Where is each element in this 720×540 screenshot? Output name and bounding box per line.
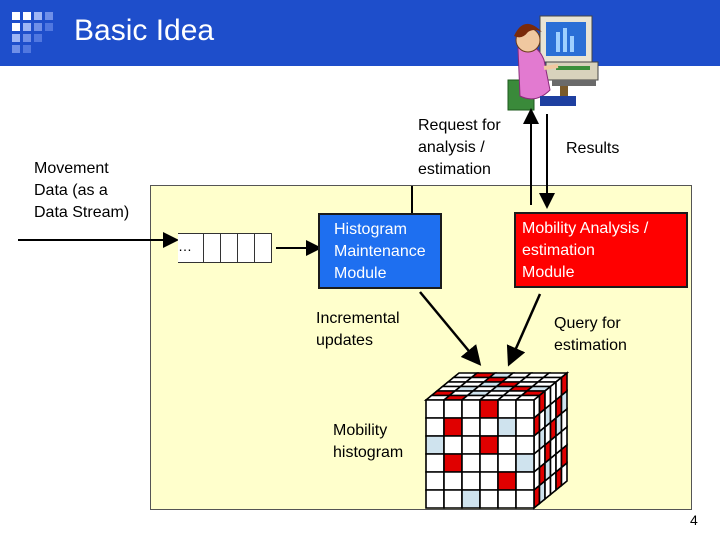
query-label: Query for estimation xyxy=(554,315,627,354)
cube-cell xyxy=(555,465,563,492)
cube-cell xyxy=(515,489,535,509)
cube-cell xyxy=(479,435,499,455)
cube-cell xyxy=(461,435,481,455)
cube-cell xyxy=(425,417,445,437)
cube-cell xyxy=(425,399,445,419)
cube-cell xyxy=(443,417,463,437)
cube-cell xyxy=(560,461,568,488)
cube-cell xyxy=(479,471,499,491)
cube-cell xyxy=(443,435,463,455)
cube-cell xyxy=(497,435,517,455)
cube-cell xyxy=(497,471,517,491)
cube-cell xyxy=(515,435,535,455)
cube-cell xyxy=(479,489,499,509)
cube-cell xyxy=(515,399,535,419)
cube-cell xyxy=(443,453,463,473)
incremental-arrow xyxy=(419,291,482,366)
module-line: Module xyxy=(334,265,387,282)
logo-grid-icon xyxy=(12,12,53,53)
module-line: Mobility Analysis / xyxy=(522,220,649,237)
cube-cell xyxy=(544,474,552,501)
mobility-analysis-module: Mobility Analysis / estimation Module xyxy=(514,212,688,288)
cube-cell xyxy=(461,471,481,491)
module-line: Maintenance xyxy=(334,243,426,260)
incremental-updates-label: Incremental updates xyxy=(316,310,400,349)
cube-cell xyxy=(443,471,463,491)
cube-cell xyxy=(461,453,481,473)
cube-cell xyxy=(497,417,517,437)
slide-title: Basic Idea xyxy=(74,14,215,47)
cube-cell xyxy=(549,470,557,497)
module-line: estimation xyxy=(522,242,595,259)
cube-cell xyxy=(515,453,535,473)
cube-cell xyxy=(461,399,481,419)
cube-cell xyxy=(497,489,517,509)
cube-cell xyxy=(515,417,535,437)
cube-cell xyxy=(425,435,445,455)
cube-cell xyxy=(461,489,481,509)
cube-cell xyxy=(479,399,499,419)
results-label: Results xyxy=(566,140,620,157)
query-arrow xyxy=(506,293,542,367)
cube-cell xyxy=(538,479,546,506)
movement-data-label: Movement Data (as a Data Stream) xyxy=(34,160,130,221)
page-number: 4 xyxy=(690,512,698,528)
cube-cell xyxy=(479,417,499,437)
cube-cell xyxy=(497,399,517,419)
cube-cell xyxy=(425,453,445,473)
module-line: Module xyxy=(522,264,575,281)
cube-cell xyxy=(461,417,481,437)
queue-ellipsis: … xyxy=(178,233,204,263)
cube-cell xyxy=(515,471,535,491)
data-stream-queue: … xyxy=(178,233,272,263)
cube-cell xyxy=(425,471,445,491)
cube-cell xyxy=(533,483,541,510)
module-line: Histogram xyxy=(334,221,407,238)
queue-cell xyxy=(254,233,272,263)
cube-cell xyxy=(443,399,463,419)
histogram-maintenance-module: Histogram Maintenance Module xyxy=(318,213,442,289)
request-label: Request for analysis / estimation xyxy=(418,117,501,178)
mobility-histogram-label: Mobility histogram xyxy=(333,422,404,461)
cube-cell xyxy=(479,453,499,473)
cube-cell xyxy=(425,489,445,509)
cube-cell xyxy=(497,453,517,473)
cube-cell xyxy=(443,489,463,509)
slide-header: Basic Idea xyxy=(0,0,720,66)
